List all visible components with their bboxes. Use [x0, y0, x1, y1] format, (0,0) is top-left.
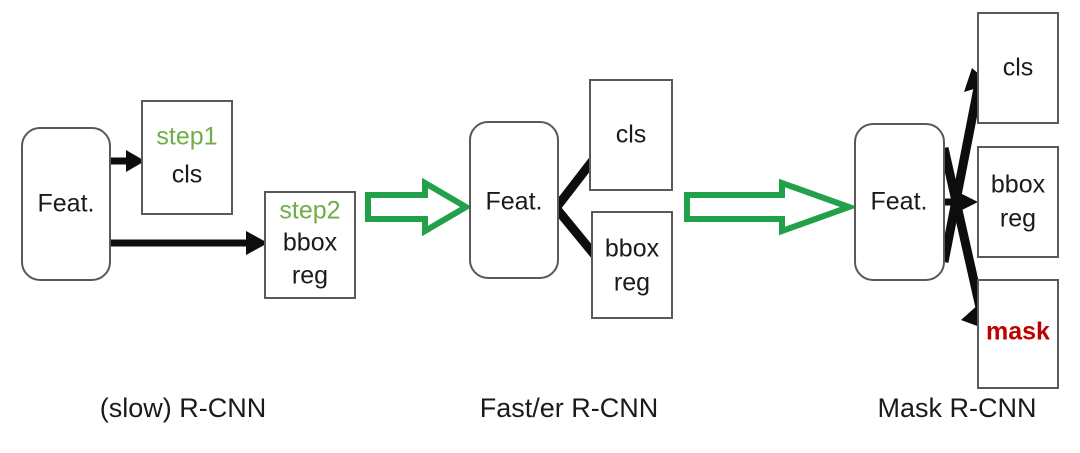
node-bbox-fast-label: bbox — [605, 235, 660, 263]
node-feat-slow-label: Feat. — [38, 190, 95, 218]
node-cls-mask-label: cls — [1003, 54, 1034, 82]
node-mask[interactable]: mask — [977, 279, 1059, 389]
stage-mask-rcnn: Feat. cls bbox reg mask Mask R-CNN — [854, 12, 1059, 423]
node-step2-bbox-label: bbox — [283, 229, 338, 257]
node-cls-fast-label: cls — [616, 121, 647, 149]
node-feat-slow[interactable]: Feat. — [21, 127, 111, 281]
stage-label-slow-rcnn: (slow) R-CNN — [100, 393, 266, 423]
stage-slow-rcnn: Feat. step1 cls step2 bbox reg (slow) R-… — [21, 100, 356, 423]
green-block-arrow-1 — [365, 177, 472, 237]
stage-label-faster-rcnn: Fast/er R-CNN — [480, 393, 659, 423]
node-reg-mask-label: reg — [1000, 205, 1036, 233]
green-block-arrow-2 — [684, 178, 858, 236]
node-feat-mask[interactable]: Feat. — [854, 123, 945, 281]
node-step1-cls-label: cls — [172, 161, 203, 189]
node-feat-mask-label: Feat. — [871, 188, 928, 216]
node-bbox-reg-mask[interactable]: bbox reg — [977, 146, 1059, 258]
stage-faster-rcnn: Feat. cls bbox reg Fast/er R-CNN — [469, 79, 673, 423]
node-bbox-mask-label: bbox — [991, 171, 1046, 199]
node-step2-bbox-reg[interactable]: step2 bbox reg — [264, 191, 356, 299]
node-reg-fast-label: reg — [614, 269, 650, 297]
node-cls-mask[interactable]: cls — [977, 12, 1059, 124]
node-step1-step-label: step1 — [156, 123, 217, 151]
transition-slow-to-fast — [365, 177, 472, 237]
node-bbox-reg-fast[interactable]: bbox reg — [591, 211, 673, 319]
stage-label-mask-rcnn: Mask R-CNN — [878, 393, 1037, 423]
node-step1-cls[interactable]: step1 cls — [141, 100, 233, 215]
node-feat-fast[interactable]: Feat. — [469, 121, 559, 279]
node-step2-reg-label: reg — [292, 262, 328, 290]
node-mask-label: mask — [986, 318, 1050, 346]
node-cls-fast[interactable]: cls — [589, 79, 673, 191]
node-step2-step-label: step2 — [279, 197, 340, 225]
transition-fast-to-mask — [684, 178, 858, 236]
arrow-feat-to-cls-slow — [110, 150, 145, 172]
node-feat-fast-label: Feat. — [486, 188, 543, 216]
arrow-feat-to-bbox-slow — [110, 231, 268, 255]
